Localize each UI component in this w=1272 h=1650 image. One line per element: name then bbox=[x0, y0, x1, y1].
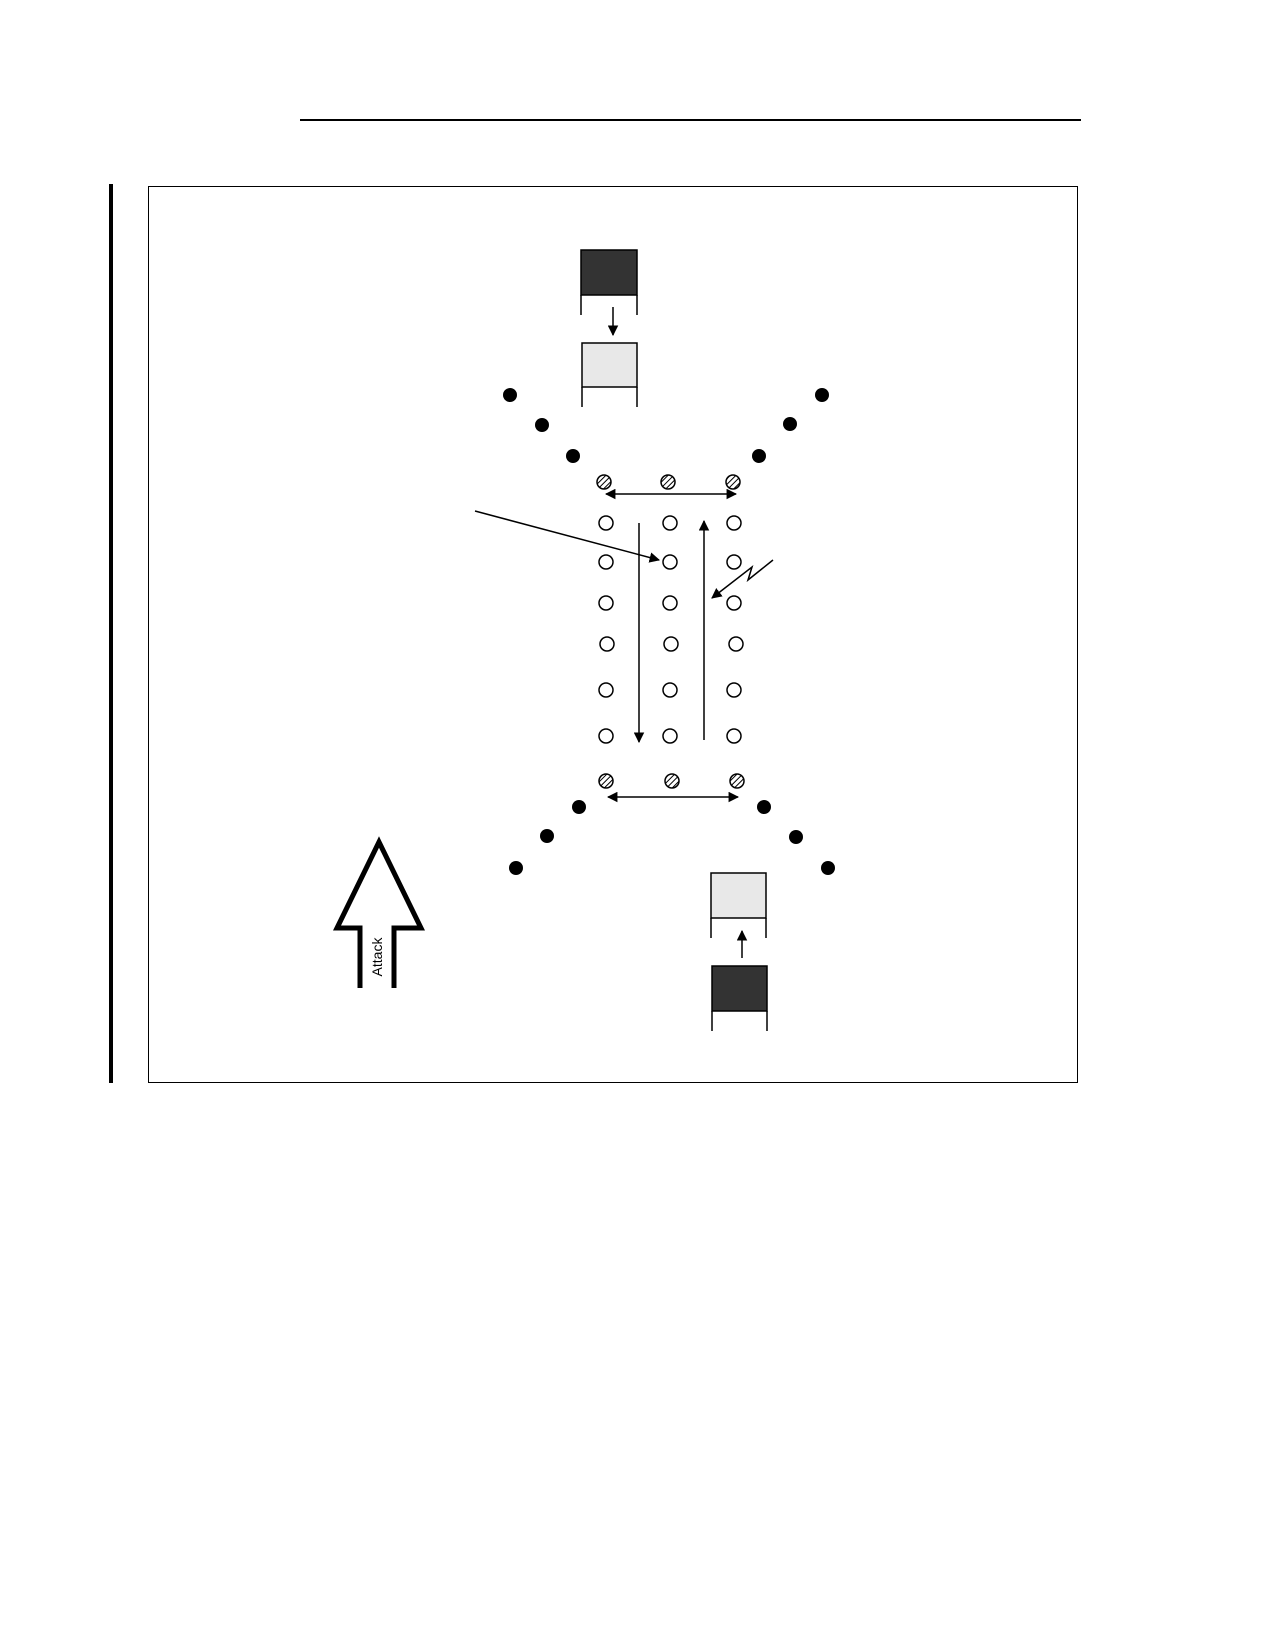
open-position bbox=[663, 636, 679, 652]
security-dot bbox=[566, 449, 580, 463]
open-position bbox=[598, 595, 614, 611]
open-position bbox=[662, 595, 678, 611]
open-position bbox=[726, 682, 742, 698]
security-dot bbox=[572, 800, 586, 814]
top-light-vehicle bbox=[581, 342, 638, 407]
security-dot bbox=[535, 418, 549, 432]
open-position bbox=[598, 728, 614, 744]
bottom-dark-vehicle bbox=[711, 965, 768, 1031]
open-position bbox=[726, 728, 742, 744]
security-dot bbox=[752, 449, 766, 463]
diagram-frame bbox=[148, 186, 1078, 1083]
hatched-marker bbox=[664, 773, 680, 789]
hatched-marker bbox=[660, 474, 676, 490]
open-position bbox=[726, 515, 742, 531]
attack-label: Attack bbox=[369, 937, 385, 977]
change-bar bbox=[109, 184, 113, 1083]
security-dot bbox=[509, 861, 523, 875]
lightning-arrow bbox=[711, 559, 774, 599]
security-dot bbox=[789, 830, 803, 844]
open-position-grid bbox=[598, 515, 744, 744]
hatched-marker bbox=[598, 773, 614, 789]
security-dot bbox=[540, 829, 554, 843]
security-dot bbox=[815, 388, 829, 402]
open-position bbox=[662, 554, 678, 570]
open-position bbox=[726, 554, 742, 570]
security-dot bbox=[503, 388, 517, 402]
security-dot bbox=[757, 800, 771, 814]
top-dark-vehicle bbox=[580, 249, 638, 315]
open-position bbox=[728, 636, 744, 652]
open-position bbox=[598, 515, 614, 531]
open-position bbox=[662, 728, 678, 744]
security-dot bbox=[821, 861, 835, 875]
open-position bbox=[662, 682, 678, 698]
hatched-marker bbox=[596, 474, 612, 490]
security-dot bbox=[783, 417, 797, 431]
attack-arrow bbox=[332, 836, 426, 988]
open-position bbox=[599, 636, 615, 652]
top-rule bbox=[300, 119, 1081, 121]
open-position bbox=[598, 554, 614, 570]
open-position bbox=[598, 682, 614, 698]
bottom-light-vehicle bbox=[710, 872, 767, 938]
hatched-marker bbox=[729, 773, 745, 789]
hatched-marker bbox=[725, 474, 741, 490]
pointer-arrow bbox=[474, 510, 661, 563]
open-position bbox=[662, 515, 678, 531]
open-position bbox=[726, 595, 742, 611]
